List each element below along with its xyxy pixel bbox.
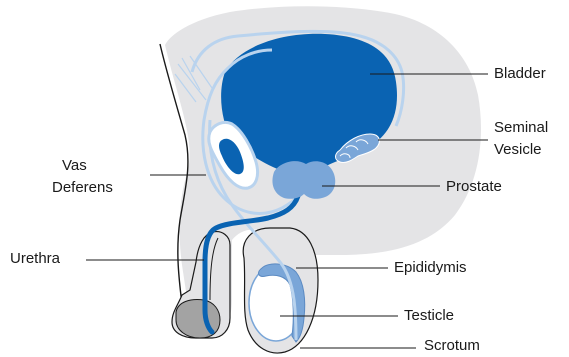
bladder-label: Bladder bbox=[494, 64, 546, 84]
prostate bbox=[272, 161, 335, 199]
urethra-label: Urethra bbox=[10, 249, 60, 269]
vas-deferens-label-line2: Deferens bbox=[52, 178, 113, 198]
seminal-vesicle-label-line1: Seminal bbox=[494, 118, 548, 138]
scrotum-label: Scrotum bbox=[424, 336, 480, 356]
epididymis-label: Epididymis bbox=[394, 258, 467, 278]
prostate-label: Prostate bbox=[446, 177, 502, 197]
vas-deferens-label-line1: Vas bbox=[62, 156, 87, 176]
testicle-label: Testicle bbox=[404, 306, 454, 326]
seminal-vesicle-label-line2: Vesicle bbox=[494, 140, 542, 160]
